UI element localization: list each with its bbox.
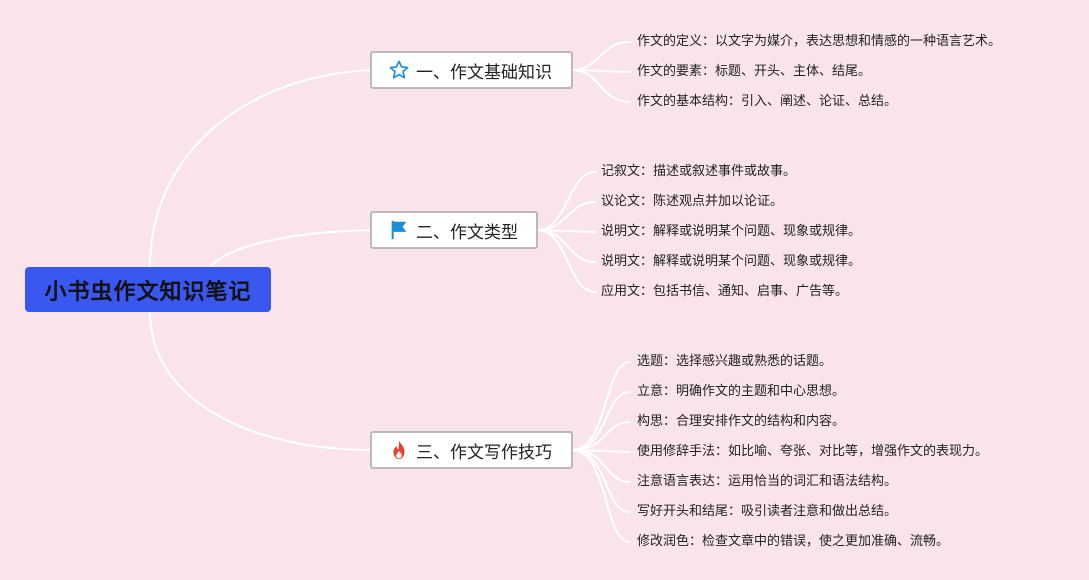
leaf-item[interactable]: 说明文：解释或说明某个问题、现象或规律。 [601,254,862,269]
branch-3-leaf-connector [571,421,631,451]
leaf-item[interactable]: 注意语言表达：运用恰当的词汇和语法结构。 [637,474,898,489]
leaf-item[interactable]: 说明文：解释或说明某个问题、现象或规律。 [601,224,862,239]
leaf-item[interactable]: 应用文：包括书信、通知、启事、广告等。 [601,284,849,299]
leaf-item[interactable]: 作文的要素：标题、开头、主体、结尾。 [637,64,872,79]
branch-2-leaf-connector [536,201,596,231]
root-node[interactable]: 小书虫作文知识笔记 [25,267,271,312]
branch-node-types[interactable]: 二、作文类型 [370,211,538,249]
leaf-item[interactable]: 作文的基本结构：引入、阐述、论证、总结。 [637,94,898,109]
leaf-item[interactable]: 写好开头和结尾：吸引读者注意和做出总结。 [637,504,898,519]
branch-2-leaf-connector [536,171,596,231]
branch-3-leaf-connector [571,449,631,483]
root-to-branch-3-connector [149,311,373,451]
leaf-item[interactable]: 修改润色：检查文章中的错误，使之更加准确、流畅。 [637,534,950,549]
branch-node-techniques[interactable]: 三、作文写作技巧 [370,431,573,469]
leaf-item[interactable]: 作文的定义：以文字为媒介，表达思想和情感的一种语言艺术。 [637,34,1002,49]
branch-1-leaf-connector [571,69,631,73]
leaf-item[interactable]: 使用修辞手法：如比喻、夸张、对比等，增强作文的表现力。 [637,444,989,459]
leaf-item[interactable]: 议论文：陈述观点并加以论证。 [601,194,784,209]
root-to-branch-1-connector [149,69,373,268]
star-outline-icon [388,59,410,81]
branch-label: 一、作文基础知识 [416,62,552,83]
leaf-item[interactable]: 立意：明确作文的主题和中心思想。 [637,384,846,399]
fire-icon [388,439,410,461]
branch-node-basics[interactable]: 一、作文基础知识 [370,51,573,89]
root-title: 小书虫作文知识笔记 [44,279,252,305]
branch-3-leaf-connector [571,391,631,451]
branch-label: 二、作文类型 [416,222,518,243]
root-to-branch-2-connector [209,229,373,268]
branch-2-leaf-connector [536,229,596,293]
leaf-item[interactable]: 选题：选择感兴趣或熟悉的话题。 [637,354,833,369]
leaf-item[interactable]: 构思：合理安排作文的结构和内容。 [637,414,846,429]
branch-3-leaf-connector [571,361,631,451]
leaf-item[interactable]: 记叙文：描述或叙述事件或故事。 [601,164,797,179]
branch-1-leaf-connector [571,69,631,103]
flag-icon [388,219,410,241]
branch-3-leaf-connector [571,449,631,543]
branch-label: 三、作文写作技巧 [416,442,552,463]
branch-1-leaf-connector [571,41,631,71]
